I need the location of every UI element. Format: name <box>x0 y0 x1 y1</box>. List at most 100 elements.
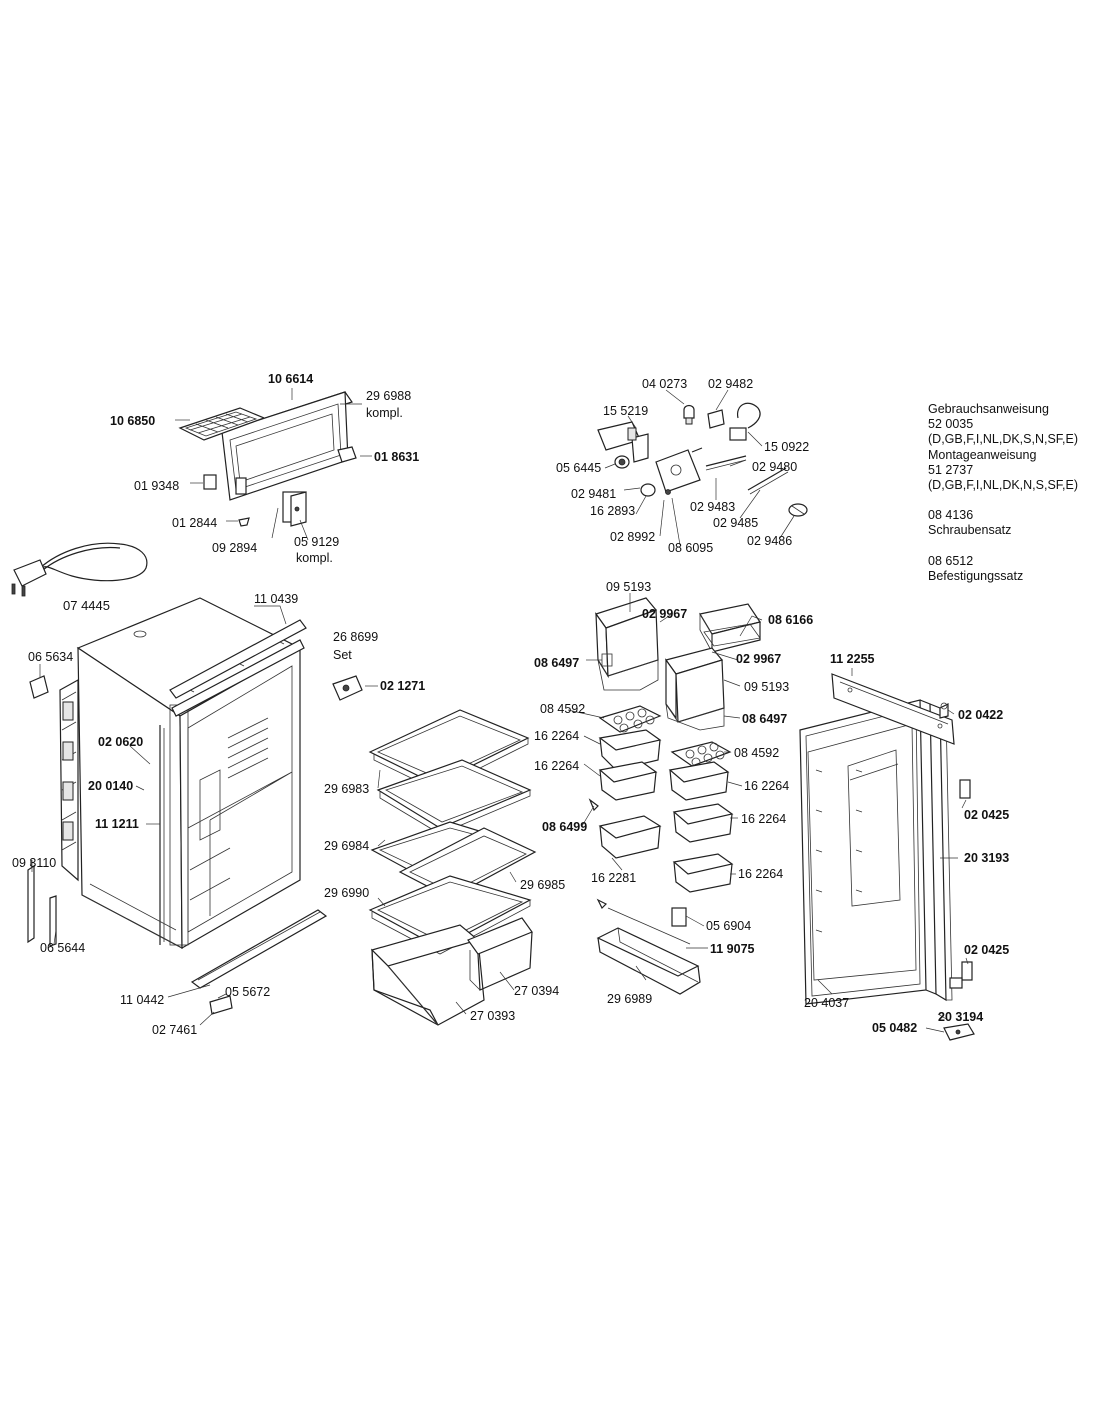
label-08-6499: 08 6499 <box>542 820 588 834</box>
label-26-8699: 26 8699 <box>333 630 379 644</box>
note-user-manual-languages: (D,GB,F,I,NL,DK,S,N,SF,E) <box>928 432 1079 447</box>
door-leader-lines <box>817 668 969 1033</box>
shelf-leader-lines <box>377 769 517 1015</box>
door-top-rail-drawing <box>831 673 955 745</box>
cabinet-top-rail-drawing <box>169 619 307 717</box>
label-27-0394: 27 0394 <box>514 984 560 998</box>
label-02-1271: 02 1271 <box>380 679 426 693</box>
label-06-5634: 06 5634 <box>28 650 74 664</box>
label-02-9480: 02 9480 <box>752 460 798 474</box>
label-04-0273: 04 0273 <box>642 377 688 391</box>
note-user-manual-title: Gebrauchsanweisung <box>928 402 1049 416</box>
label-11-0439: 11 0439 <box>254 592 299 606</box>
freezer-door-drawing <box>221 391 353 501</box>
label-02-8992: 02 8992 <box>610 530 656 544</box>
label-15-5219: 15 5219 <box>603 404 649 418</box>
label-16-2264-c: 16 2264 <box>744 779 790 793</box>
label-29-6983: 29 6983 <box>324 782 370 796</box>
label-09-5193-top: 09 5193 <box>606 580 652 594</box>
label-20-0140: 20 0140 <box>88 779 134 793</box>
freezer-small-parts-drawing <box>203 446 357 527</box>
label-02-9967-top: 02 9967 <box>642 607 688 621</box>
label-05-9129: 05 9129 <box>294 535 340 549</box>
note-user-manual-number: 52 0035 <box>928 417 974 432</box>
note-screw-set-number: 08 4136 <box>928 508 974 523</box>
label-29-6984: 29 6984 <box>324 839 370 853</box>
label-08-6166: 08 6166 <box>768 613 814 627</box>
label-09-2894: 09 2894 <box>212 541 258 555</box>
label-20-4037: 20 4037 <box>804 996 850 1010</box>
label-11-0442: 11 0442 <box>120 993 165 1007</box>
crisper-drawers-drawing <box>370 917 533 1026</box>
label-15-0922: 15 0922 <box>764 440 810 454</box>
label-05-5672: 05 5672 <box>225 985 271 999</box>
label-02-0422: 02 0422 <box>958 708 1004 722</box>
note-installation-manual-languages: (D,GB,F,I,NL,DK,N,S,SF,E) <box>928 478 1079 493</box>
label-29-6988: 29 6988 <box>366 389 412 403</box>
label-02-9482: 02 9482 <box>708 377 754 391</box>
cabinet-bottom-rail-drawing <box>190 909 328 1015</box>
ice-tray-drawing <box>178 407 266 441</box>
note-screw-set-title: Schraubensatz <box>928 523 1012 538</box>
note-installation-manual-title: Montageanweisung <box>928 447 1037 462</box>
cabinet-leader-lines <box>31 605 378 1026</box>
label-08-6497-right: 08 6497 <box>742 712 788 726</box>
label-08-6095: 08 6095 <box>668 541 714 555</box>
label-11-2255: 11 2255 <box>830 652 875 666</box>
label-10-6614: 10 6614 <box>268 372 314 386</box>
freezer-leader-lines <box>175 388 372 541</box>
door-small-parts-drawing <box>939 702 975 1041</box>
label-16-2281: 16 2281 <box>591 871 637 885</box>
label-08-4592-left: 08 4592 <box>540 702 586 716</box>
door-compartment-leader-lines <box>567 593 763 981</box>
bottle-shelf-drawing <box>596 907 701 995</box>
label-05-9129-kompl: kompl. <box>296 551 333 565</box>
label-29-6990: 29 6990 <box>324 886 370 900</box>
label-11-9075: 11 9075 <box>710 942 755 956</box>
note-installation-manual-number: 51 2737 <box>928 462 974 477</box>
label-09-5193-right: 09 5193 <box>744 680 790 694</box>
label-02-9486: 02 9486 <box>747 534 793 548</box>
note-fastening-set-title: Befestigungssatz <box>928 568 1024 583</box>
fridge-door-drawing <box>799 699 953 1005</box>
label-01-2844: 01 2844 <box>172 516 218 530</box>
label-02-9967-right: 02 9967 <box>736 652 782 666</box>
label-29-6989: 29 6989 <box>607 992 653 1006</box>
label-02-0425-bottom: 02 0425 <box>964 943 1010 957</box>
glass-shelves-drawing <box>368 709 537 955</box>
cabinet-small-parts-drawing <box>27 675 363 947</box>
label-02-0620: 02 0620 <box>98 735 144 749</box>
label-20-3193: 20 3193 <box>964 851 1010 865</box>
label-16-2893: 16 2893 <box>590 504 636 518</box>
label-11-1211: 11 1211 <box>95 817 139 831</box>
label-05-6904: 05 6904 <box>706 919 752 933</box>
label-16-2264-d: 16 2264 <box>741 812 787 826</box>
label-10-6850: 10 6850 <box>110 414 156 428</box>
label-02-9483: 02 9483 <box>690 500 736 514</box>
label-26-8699-set: Set <box>333 648 352 662</box>
label-09-3110: 09 3110 <box>12 856 57 870</box>
label-08-4592-right: 08 4592 <box>734 746 780 760</box>
label-16-2264-a: 16 2264 <box>534 729 580 743</box>
cabinet-back-grid-drawing <box>59 678 79 882</box>
label-07-4445: 07 4445 <box>63 598 110 613</box>
label-02-9481: 02 9481 <box>571 487 617 501</box>
documentation-notes: Gebrauchsanweisung 52 0035 (D,GB,F,I,NL,… <box>928 402 1078 584</box>
fridge-cabinet-drawing <box>76 597 302 950</box>
label-06-5644: 06 5644 <box>40 941 86 955</box>
label-16-2264-e: 16 2264 <box>738 867 784 881</box>
label-02-0425-top: 02 0425 <box>964 808 1010 822</box>
thermostat-leader-lines <box>604 389 795 546</box>
label-05-0482: 05 0482 <box>872 1021 918 1035</box>
label-02-9485: 02 9485 <box>713 516 759 530</box>
label-02-7461: 02 7461 <box>152 1023 198 1037</box>
note-fastening-set-number: 08 6512 <box>928 553 974 568</box>
label-16-2264-b: 16 2264 <box>534 759 580 773</box>
label-29-6988-kompl: kompl. <box>366 406 403 420</box>
thermostat-assembly-drawing <box>597 402 808 517</box>
label-27-0393: 27 0393 <box>470 1009 516 1023</box>
label-08-6497-left: 08 6497 <box>534 656 580 670</box>
label-01-9348: 01 9348 <box>134 479 180 493</box>
